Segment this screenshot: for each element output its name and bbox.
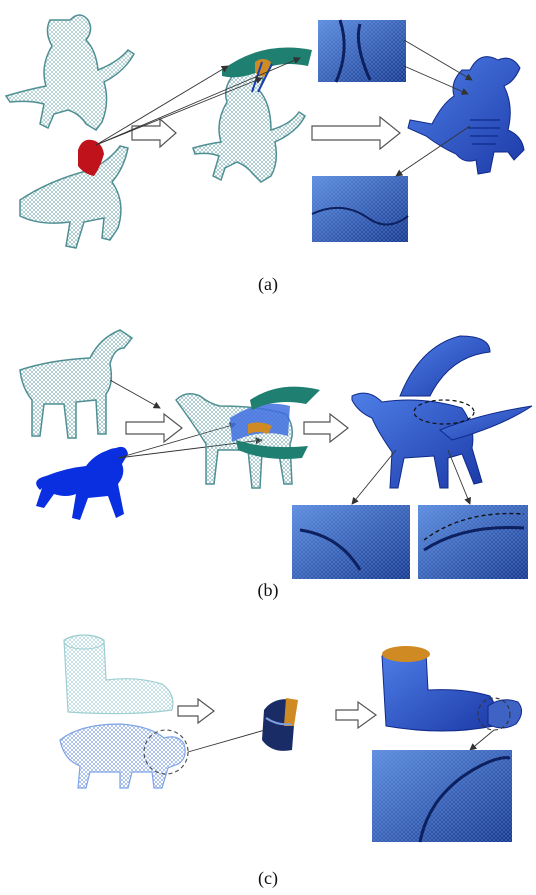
hollow-arrow-6 (336, 702, 376, 728)
result-pegasus-solid (352, 336, 532, 488)
panel-c-illustration (0, 610, 536, 860)
composite-wireframe (193, 48, 312, 183)
panel-b: (b) (0, 300, 536, 600)
hollow-arrow-1 (132, 119, 176, 147)
hollow-arrow-3 (126, 414, 182, 442)
caption-a: (a) (0, 274, 536, 295)
panel-c: (c) (0, 610, 536, 895)
panel-a: (a) (0, 0, 536, 300)
composite-patch (262, 698, 298, 751)
source-boot-wireframe (64, 635, 173, 714)
source-triceratops-wireframe (60, 724, 188, 788)
source-lion-silhouette (36, 447, 128, 520)
panel-a-illustration (0, 0, 536, 300)
target-dinosaur-wireframe (20, 140, 128, 248)
panel-b-illustration (0, 300, 536, 600)
result-boot-solid (382, 646, 522, 731)
source-dragon-wireframe (6, 15, 134, 130)
hollow-arrow-5 (178, 699, 214, 723)
hollow-arrow-4 (304, 414, 348, 442)
source-horse-wireframe (20, 330, 132, 438)
hollow-arrow-2 (312, 117, 400, 149)
caption-b: (b) (0, 580, 536, 601)
composite-horse (176, 387, 320, 488)
caption-c: (c) (0, 868, 536, 889)
